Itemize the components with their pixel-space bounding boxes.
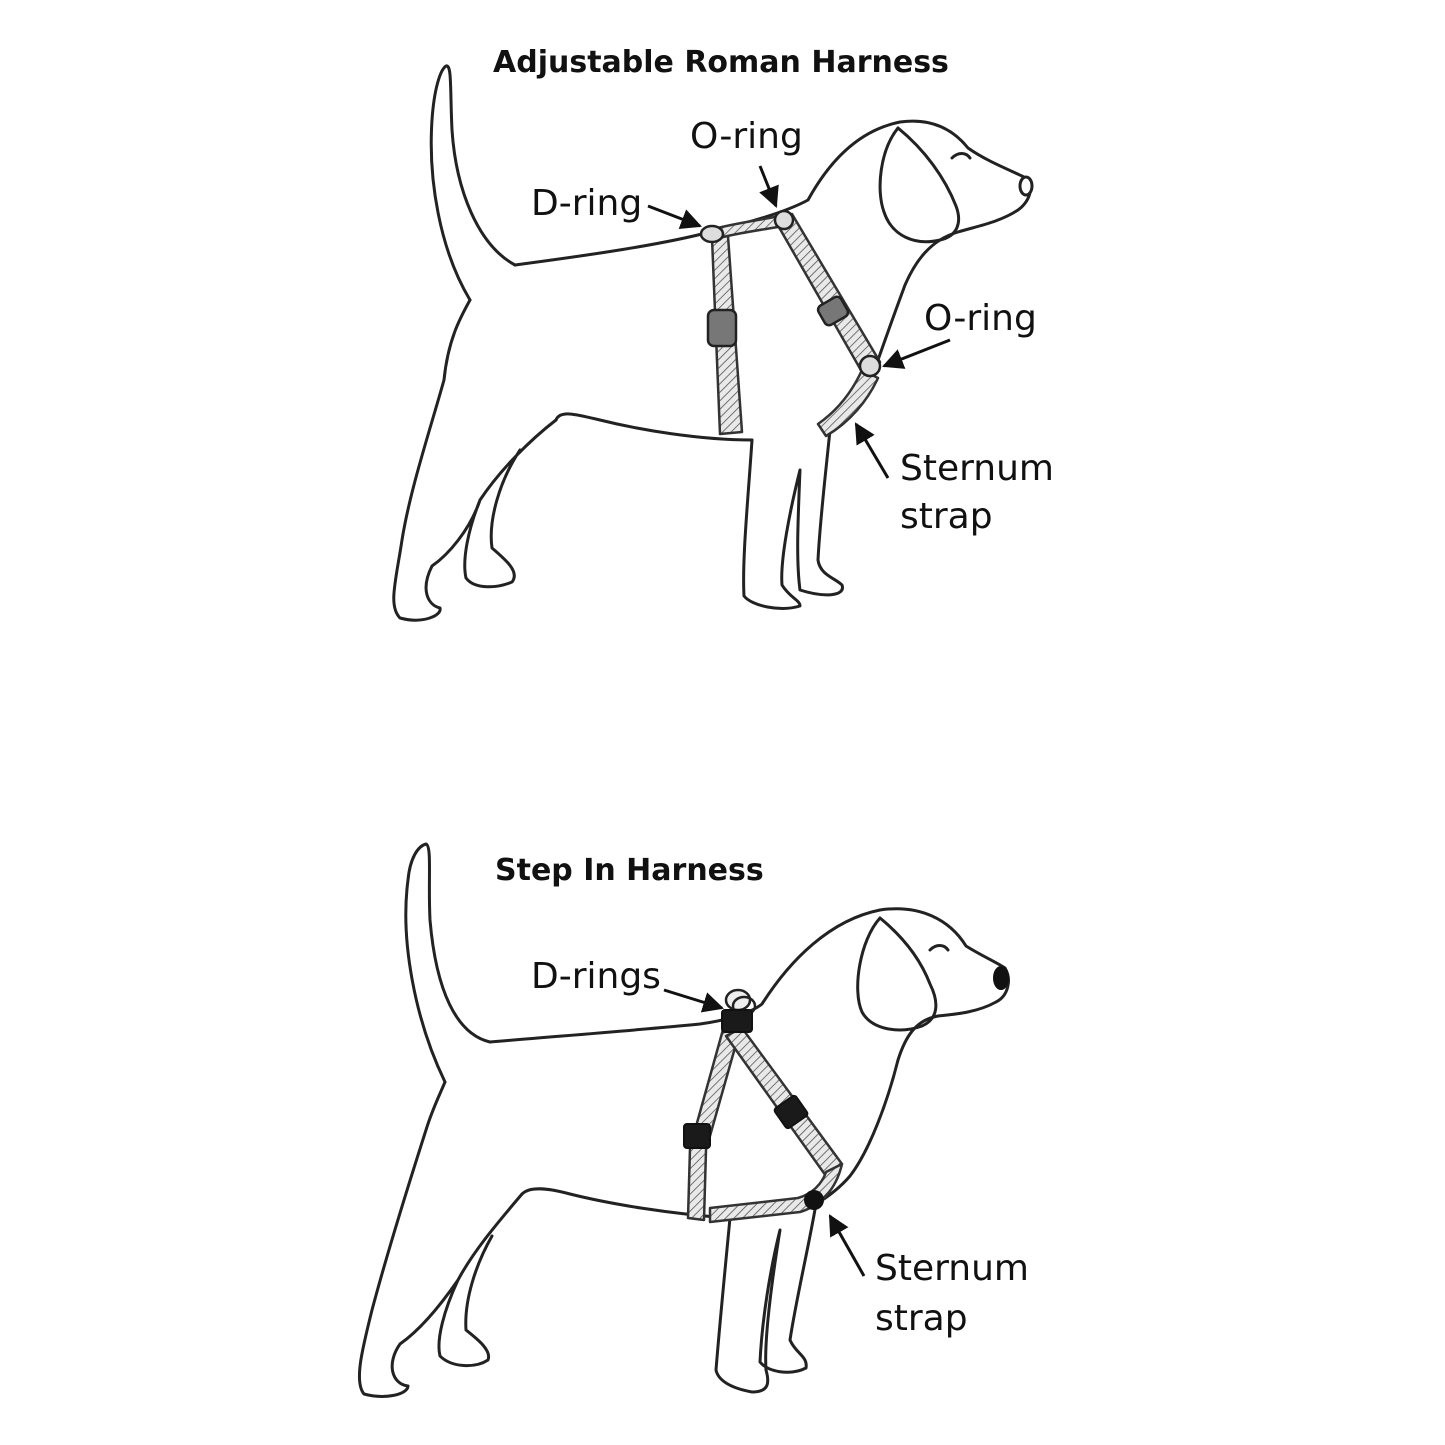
- step-in-harness-straps: [683, 988, 844, 1224]
- neck-buckle: [816, 295, 850, 327]
- chest-o-ring-arrow: [882, 338, 951, 369]
- chest-o-ring-label: O-ring: [924, 298, 1037, 339]
- girth-buckle: [706, 308, 738, 348]
- sternum-ring-shape: [804, 1190, 824, 1210]
- d-ring-label: D-ring: [531, 183, 642, 224]
- beagle-illustration-bottom: [357, 842, 1010, 1398]
- d-ring-arrow: [647, 204, 702, 230]
- top-o-ring-label: O-ring: [690, 116, 803, 157]
- top-o-ring-shape: [773, 209, 795, 231]
- dog-hind-legs: [392, 298, 558, 622]
- bottom-sternum-arrow: [828, 1214, 866, 1277]
- neck-strap: [774, 212, 882, 374]
- dog-ear: [878, 126, 961, 244]
- sternum-strap: [816, 368, 880, 438]
- d-ring-shape: [699, 224, 725, 244]
- dog-nose: [1018, 175, 1034, 197]
- dog-front-legs: [742, 428, 844, 610]
- bottom-sternum-label-line2: strap: [875, 1298, 968, 1339]
- step-in-harness-title: Step In Harness: [495, 853, 764, 888]
- top-sternum-label-line1: Sternum: [900, 448, 1054, 489]
- dog-belly: [520, 1187, 732, 1220]
- chest-o-ring-shape: [858, 354, 882, 378]
- dog-tail: [404, 842, 492, 1084]
- dog-hind-legs: [357, 1080, 524, 1398]
- dog-nose: [993, 966, 1009, 990]
- dog-belly: [554, 412, 754, 442]
- top-sternum-label-line2: strap: [900, 496, 993, 537]
- side-slider: [683, 1123, 711, 1149]
- dog-front-legs: [714, 1202, 818, 1394]
- roman-harness-callouts: O-ring D-ring O-ring Sternum strap: [531, 116, 1054, 537]
- roman-harness-title: Adjustable Roman Harness: [493, 45, 949, 80]
- top-sternum-arrow: [854, 422, 890, 479]
- step-in-harness-callouts: D-rings Sternum strap: [531, 956, 1029, 1339]
- dog-eye: [950, 152, 972, 160]
- d-rings-label: D-rings: [531, 956, 661, 997]
- step-in-harness-diagram: Step In Harness: [357, 842, 1029, 1398]
- bottom-sternum-label-line1: Sternum: [875, 1248, 1029, 1289]
- dog-body-outline: [513, 119, 1032, 432]
- top-o-ring-arrow: [758, 165, 779, 208]
- d-ring-shape-1: [724, 988, 752, 1012]
- d-rings-arrow: [663, 988, 725, 1013]
- chest-slider: [773, 1094, 809, 1130]
- dog-body-outline: [488, 907, 1010, 1206]
- dog-eye: [928, 944, 950, 952]
- collar-buckle: [721, 1009, 753, 1033]
- roman-harness-diagram: Adjustable Roman Harness: [392, 45, 1054, 622]
- roman-harness-straps: [699, 209, 882, 438]
- dog-ear: [856, 916, 938, 1032]
- dog-tail: [429, 64, 517, 302]
